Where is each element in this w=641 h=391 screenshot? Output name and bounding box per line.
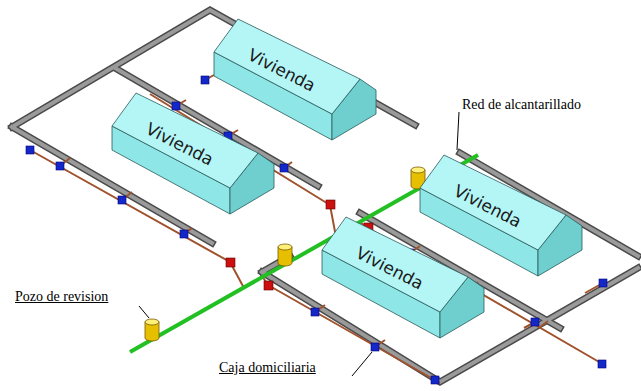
caja-box bbox=[531, 318, 539, 326]
caja-box bbox=[201, 76, 209, 84]
house-box: Vivienda bbox=[108, 88, 278, 218]
manhole-top bbox=[278, 244, 292, 250]
caja-box bbox=[172, 102, 180, 110]
leader-line bbox=[457, 112, 459, 150]
house-roof bbox=[112, 93, 258, 188]
house-box: Vivienda bbox=[210, 14, 380, 144]
caja-box bbox=[180, 230, 188, 238]
lot-frame bbox=[12, 10, 638, 382]
house-roof bbox=[420, 155, 566, 250]
connection-box bbox=[264, 281, 273, 290]
manhole-top bbox=[411, 167, 425, 173]
house-box: Vivienda bbox=[318, 212, 488, 342]
connection-box bbox=[326, 200, 335, 209]
lot-frame-shadow bbox=[12, 10, 638, 382]
caja-box bbox=[598, 360, 606, 368]
caja-box bbox=[280, 164, 288, 172]
leader-line bbox=[139, 306, 149, 318]
caja-box bbox=[431, 376, 439, 384]
caja-box bbox=[311, 308, 319, 316]
house-box: Vivienda bbox=[416, 150, 586, 280]
manhole-top bbox=[145, 319, 159, 325]
house-roof bbox=[214, 19, 360, 114]
caja-box bbox=[26, 146, 34, 154]
caja-box bbox=[56, 162, 64, 170]
box-label: Caja domiciliaria bbox=[218, 360, 317, 376]
caja-box bbox=[599, 279, 607, 287]
caja-box bbox=[371, 343, 379, 351]
leader-line bbox=[352, 352, 372, 376]
caja-box bbox=[118, 196, 126, 204]
connection-box bbox=[226, 258, 235, 267]
house-roof bbox=[322, 217, 468, 312]
manhole-label: Pozo de revision bbox=[14, 289, 109, 305]
network-label: Red de alcantarillado bbox=[461, 97, 582, 113]
